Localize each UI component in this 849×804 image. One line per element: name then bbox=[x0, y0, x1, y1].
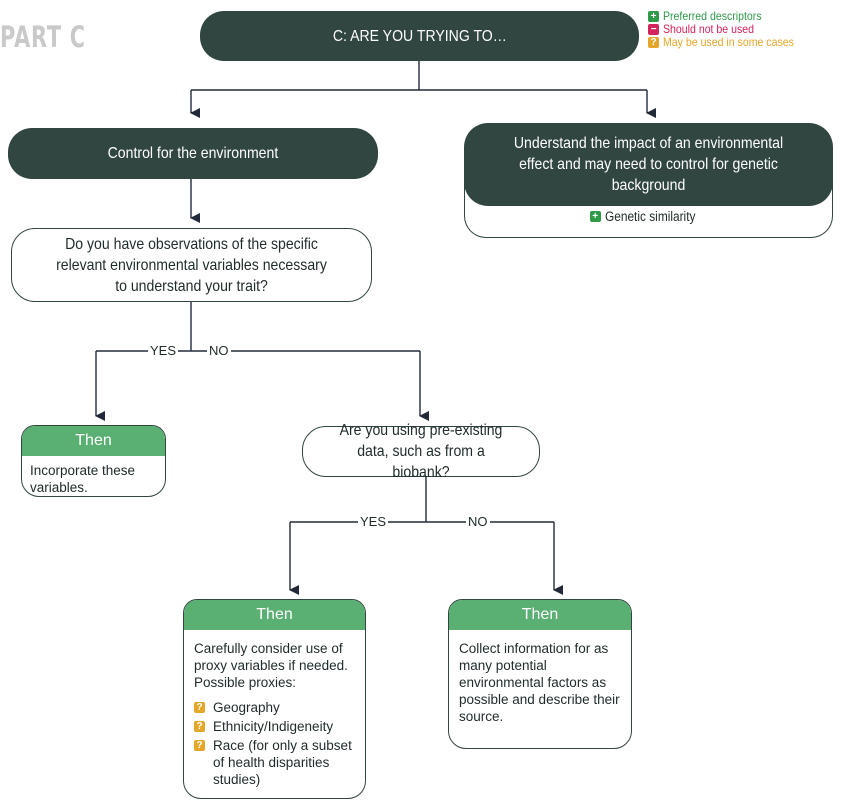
top-question-text: C: ARE YOU TRYING TO… bbox=[332, 27, 507, 45]
proxy-list: ? Geography ? Ethnicity/Indigeneity ? Ra… bbox=[194, 699, 355, 788]
proxy-item-ethnicity: ? Ethnicity/Indigeneity bbox=[194, 718, 355, 735]
then-heading: Then bbox=[22, 426, 165, 456]
then-heading: Then bbox=[184, 600, 365, 630]
control-environment-label: Control for the environment bbox=[107, 145, 279, 162]
then-proxies-text: Carefully consider use of proxy variable… bbox=[194, 641, 348, 690]
proxy-item-race: ? Race (for only a subset of health disp… bbox=[194, 737, 355, 788]
part-title: PART C bbox=[0, 20, 86, 54]
then-collect-text: Collect information for as many potentia… bbox=[459, 641, 620, 724]
q1-box: Do you have observations of the specific… bbox=[11, 228, 372, 302]
minus-icon: − bbox=[648, 24, 659, 35]
then-heading: Then bbox=[449, 600, 631, 630]
question-icon: ? bbox=[194, 740, 205, 751]
legend-not-used: − Should not be used bbox=[648, 23, 812, 36]
then-collect-box: Then Collect information for as many pot… bbox=[448, 599, 632, 749]
then-proxies-box: Then Carefully consider use of proxy var… bbox=[183, 599, 366, 799]
understand-impact-label: Understand the impact of an environmenta… bbox=[513, 135, 784, 194]
legend-preferred: + Preferred descriptors bbox=[648, 10, 812, 23]
then-incorporate-text: Incorporate these variables. bbox=[30, 463, 136, 495]
q2-yes-label: YES bbox=[358, 514, 389, 529]
q2-box: Are you using pre-existing data, such as… bbox=[302, 422, 540, 481]
question-icon: ? bbox=[194, 702, 205, 713]
q2-no-label: NO bbox=[466, 514, 490, 529]
legend: + Preferred descriptors − Should not be … bbox=[648, 10, 812, 49]
q1-yes-label: YES bbox=[148, 343, 179, 358]
control-environment-box: Control for the environment bbox=[8, 128, 378, 179]
plus-icon: + bbox=[648, 11, 659, 22]
q2-text: Are you using pre-existing data, such as… bbox=[339, 422, 503, 481]
q1-no-label: NO bbox=[207, 343, 231, 358]
genetic-similarity-descriptor: + Genetic similarity bbox=[465, 209, 832, 224]
q1-text: Do you have observations of the specific… bbox=[56, 235, 327, 295]
then-proxies-content: Carefully consider use of proxy variable… bbox=[184, 630, 365, 798]
plus-icon: + bbox=[589, 211, 601, 222]
proxy-item-geography: ? Geography bbox=[194, 699, 355, 716]
then-incorporate-box: Then Incorporate these variables. bbox=[21, 425, 166, 497]
question-icon: ? bbox=[194, 721, 205, 732]
understand-impact-box: Understand the impact of an environmenta… bbox=[464, 123, 833, 206]
top-question-box: C: ARE YOU TRYING TO… bbox=[200, 11, 639, 61]
question-icon: ? bbox=[648, 37, 659, 48]
legend-some-cases: ? May be used in some cases bbox=[648, 36, 812, 49]
